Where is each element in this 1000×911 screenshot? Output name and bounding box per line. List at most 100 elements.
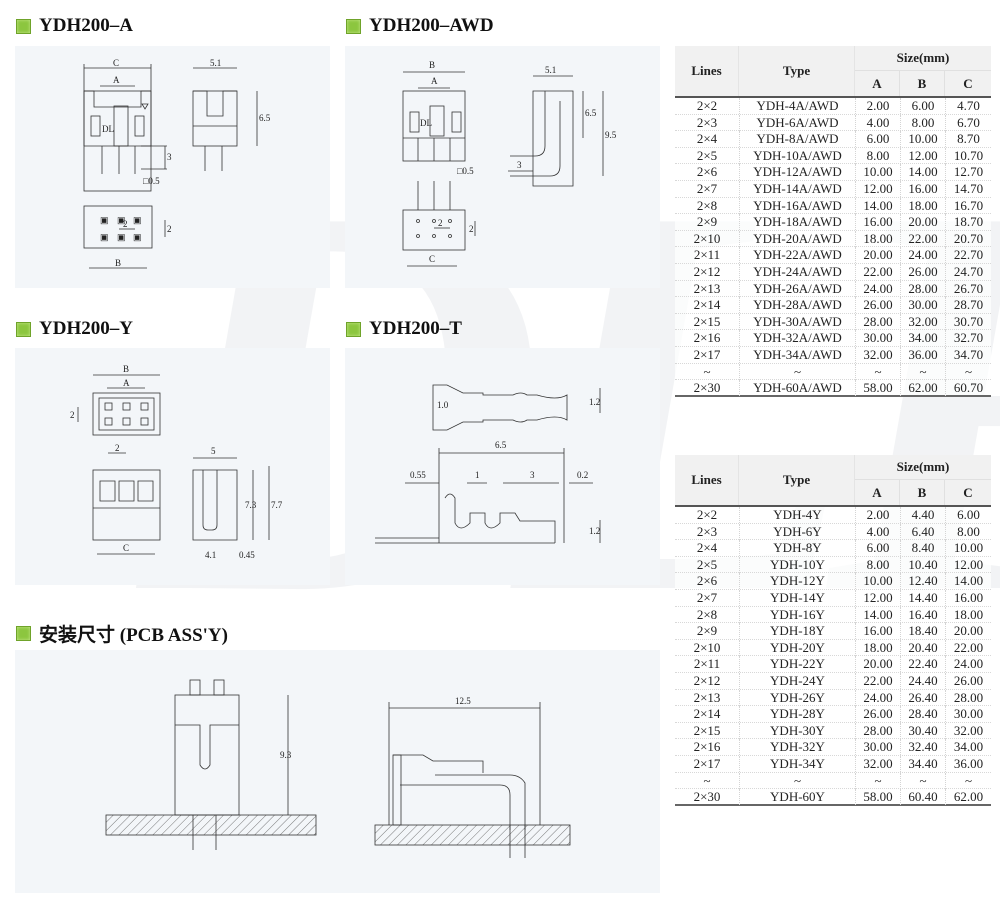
cell-b: 24.40 bbox=[900, 672, 945, 689]
cell-type: YDH-30Y bbox=[739, 722, 855, 739]
svg-text:A: A bbox=[123, 378, 130, 388]
cell-a: 24.00 bbox=[855, 280, 900, 297]
cell-b: 14.00 bbox=[900, 164, 945, 181]
cell-b: 30.40 bbox=[900, 722, 945, 739]
cell-lines: 2×5 bbox=[696, 147, 718, 163]
cell-a: 18.00 bbox=[855, 230, 900, 247]
cell-b: 22.40 bbox=[900, 656, 945, 673]
cell-type: YDH-28A/AWD bbox=[739, 297, 855, 314]
svg-text:C: C bbox=[429, 254, 435, 264]
cell-b: ~ bbox=[900, 772, 945, 789]
cell-lines: 2×3 bbox=[696, 523, 718, 539]
cell-type: YDH-20A/AWD bbox=[739, 230, 855, 247]
cell-lines: 2×9 bbox=[696, 623, 718, 639]
cell-b: 36.00 bbox=[900, 346, 945, 363]
cell-b: 62.00 bbox=[900, 380, 945, 397]
svg-text:2: 2 bbox=[123, 219, 128, 229]
cell-c: 28.70 bbox=[945, 297, 991, 314]
cell-b: 22.00 bbox=[900, 230, 945, 247]
drawing-ydh200-a: C A DL 3 □0.5 5.1 6.5 ▣▣▣ ▣▣▣ 2 2 B bbox=[83, 58, 271, 269]
svg-text:5.1: 5.1 bbox=[545, 65, 556, 75]
cell-c: 60.70 bbox=[945, 380, 991, 397]
cell-lines: ~ bbox=[703, 363, 711, 379]
cell-b: 8.40 bbox=[900, 540, 945, 557]
cell-a: 4.00 bbox=[855, 114, 900, 131]
svg-text:2: 2 bbox=[167, 224, 172, 234]
drawing-panel-ydh200-t: 1.0 1.2 6.5 0.55 1 3 0.2 1.2 bbox=[345, 348, 660, 585]
cell-c: 24.00 bbox=[945, 656, 991, 673]
cell-c: 4.70 bbox=[945, 98, 991, 114]
svg-text:▣: ▣ bbox=[117, 215, 126, 225]
svg-text:3: 3 bbox=[530, 470, 535, 480]
cell-a: 6.00 bbox=[855, 131, 900, 148]
cell-a: 14.00 bbox=[855, 197, 900, 214]
cell-a: ~ bbox=[855, 772, 900, 789]
svg-text:□0.5: □0.5 bbox=[143, 176, 160, 186]
cell-b: 10.00 bbox=[900, 131, 945, 148]
cell-lines: 2×8 bbox=[696, 606, 718, 622]
cell-type: YDH-24Y bbox=[739, 672, 855, 689]
cell-a: 10.00 bbox=[855, 164, 900, 181]
cell-type: YDH-16A/AWD bbox=[739, 197, 855, 214]
cell-a: 6.00 bbox=[855, 540, 900, 557]
cell-lines: 2×9 bbox=[696, 214, 718, 230]
cell-type: YDH-60A/AWD bbox=[739, 380, 855, 397]
cell-a: 16.00 bbox=[855, 623, 900, 640]
cell-c: 12.00 bbox=[945, 556, 991, 573]
cell-c: 62.00 bbox=[945, 789, 991, 806]
heading-text: 安装尺寸 (PCB ASS'Y) bbox=[39, 625, 228, 646]
svg-text:6.5: 6.5 bbox=[585, 108, 597, 118]
cell-c: 16.70 bbox=[945, 197, 991, 214]
heading-text: YDH200–AWD bbox=[369, 15, 494, 36]
cell-b: 34.40 bbox=[900, 755, 945, 772]
cell-type: YDH-18A/AWD bbox=[739, 214, 855, 231]
cell-lines: 2×12 bbox=[693, 263, 721, 279]
cell-type: YDH-32Y bbox=[739, 739, 855, 756]
svg-text:5.1: 5.1 bbox=[210, 58, 221, 68]
svg-text:4.1: 4.1 bbox=[205, 550, 216, 560]
cell-c: 12.70 bbox=[945, 164, 991, 181]
svg-text:0.55: 0.55 bbox=[410, 470, 426, 480]
cell-a: 20.00 bbox=[855, 247, 900, 264]
svg-text:DL: DL bbox=[420, 118, 432, 128]
cell-b: 28.40 bbox=[900, 706, 945, 723]
drawing-panel-pcb-assy: 9.3 12.5 bbox=[15, 650, 660, 893]
svg-text:3: 3 bbox=[517, 160, 522, 170]
cell-a: 2.00 bbox=[855, 507, 900, 523]
drawing-panel-ydh200-a: C A DL 3 □0.5 5.1 6.5 ▣▣▣ ▣▣▣ 2 2 B bbox=[15, 46, 330, 288]
cell-type: YDH-34Y bbox=[739, 755, 855, 772]
cell-c: 34.00 bbox=[945, 739, 991, 756]
table-header: Lines Type Size(mm) A B C bbox=[675, 46, 991, 98]
cell-a: 12.00 bbox=[855, 180, 900, 197]
cell-type: YDH-60Y bbox=[739, 789, 855, 806]
col-header-a: A bbox=[855, 71, 900, 96]
cell-a: 20.00 bbox=[855, 656, 900, 673]
cell-a: 12.00 bbox=[855, 589, 900, 606]
cell-c: 26.70 bbox=[945, 280, 991, 297]
cell-b: 4.40 bbox=[900, 507, 945, 523]
svg-text:□0.5: □0.5 bbox=[457, 166, 474, 176]
svg-text:▣: ▣ bbox=[133, 215, 142, 225]
cell-type: YDH-30A/AWD bbox=[739, 313, 855, 330]
cell-b: 12.00 bbox=[900, 147, 945, 164]
cell-b: 32.00 bbox=[900, 313, 945, 330]
heading-text: YDH200–A bbox=[39, 15, 133, 36]
cell-type: YDH-22A/AWD bbox=[739, 247, 855, 264]
cell-a: 22.00 bbox=[855, 672, 900, 689]
cell-type: YDH-32A/AWD bbox=[739, 330, 855, 347]
svg-text:▣: ▣ bbox=[100, 215, 109, 225]
svg-text:12.5: 12.5 bbox=[455, 696, 471, 706]
cell-type: YDH-24A/AWD bbox=[739, 263, 855, 280]
cell-lines: 2×4 bbox=[696, 131, 718, 147]
svg-text:▣: ▣ bbox=[117, 232, 126, 242]
svg-text:B: B bbox=[429, 60, 435, 70]
cell-c: ~ bbox=[945, 772, 991, 789]
